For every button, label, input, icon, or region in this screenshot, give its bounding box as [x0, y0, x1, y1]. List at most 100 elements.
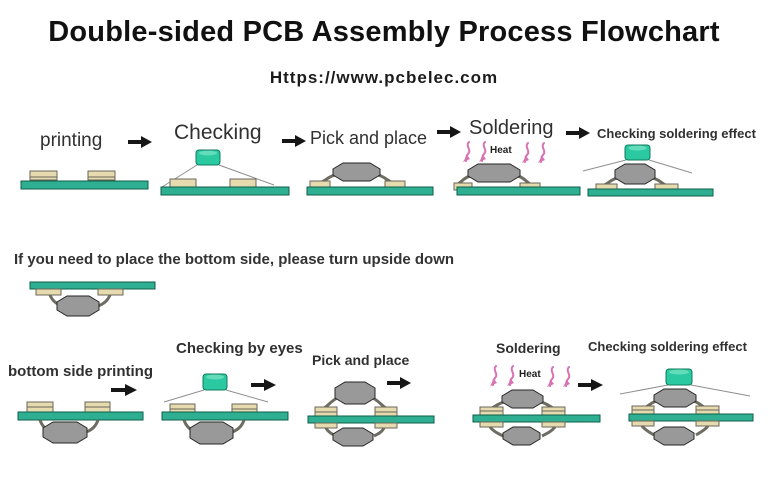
heat-squiggle-icon — [563, 366, 571, 387]
flow-arrow-icon — [251, 379, 276, 391]
step-label-pick-and-place: Pick and place — [310, 128, 428, 148]
step-label-soldering-bottom: Soldering — [496, 340, 561, 356]
camera-lens-highlight — [199, 150, 217, 156]
inspection-cone-line — [690, 384, 751, 397]
inspection-cone-line — [218, 164, 275, 186]
arrow-head — [141, 136, 152, 148]
diagram-upside-down-board — [29, 281, 156, 317]
solder-pad — [29, 170, 58, 181]
component-lead — [373, 427, 386, 438]
arrow-head — [295, 135, 306, 147]
heat-arrow-foot — [538, 156, 545, 163]
heat-squiggle-icon — [538, 142, 546, 163]
inspection-cone-line — [225, 389, 269, 403]
inspection-cone-line — [161, 164, 198, 188]
component-lead — [488, 426, 504, 438]
arrow-head — [264, 379, 276, 391]
flow-arrow-icon — [128, 136, 152, 148]
component-chip — [467, 163, 521, 183]
component-chip — [614, 163, 656, 185]
solder-pad — [169, 178, 197, 188]
arrow-head — [591, 379, 603, 391]
step-label-bottom-side-printing: bottom side printing — [8, 363, 153, 380]
component-chip — [189, 421, 234, 445]
inspection-cone-line — [163, 389, 205, 403]
page-title: Double-sided PCB Assembly Process Flowch… — [48, 16, 720, 48]
heat-squiggle-icon — [547, 366, 555, 387]
pcb-board — [29, 281, 156, 290]
solder-pad — [229, 178, 257, 188]
flow-arrow-icon — [437, 126, 461, 138]
pcb-board — [456, 186, 581, 196]
solder-pad — [35, 288, 62, 296]
heat-arrow-foot — [490, 379, 497, 386]
component-chip — [653, 426, 695, 446]
component-lead — [695, 425, 710, 437]
heat-squiggle-icon — [490, 365, 498, 386]
heat-squiggle-icon — [507, 365, 515, 386]
step-label-checking-by-eyes: Checking by eyes — [176, 340, 303, 357]
inspection-cone-line — [648, 159, 693, 174]
heat-squiggle-icon — [479, 141, 487, 162]
component-chip — [653, 388, 697, 408]
solder-pad — [695, 420, 720, 427]
step-label-pick-and-place-bottom: Pick and place — [312, 352, 410, 368]
solder-pad — [314, 422, 338, 429]
diagram-printing-board — [20, 170, 149, 190]
solder-pad — [374, 422, 398, 429]
component-lead — [85, 419, 100, 434]
pcb-board — [628, 413, 754, 422]
arrow-head — [400, 377, 411, 389]
diagram-checking-effect-top — [582, 144, 714, 197]
step-label-soldering: Soldering — [469, 117, 554, 139]
heat-arrow-foot — [563, 380, 570, 387]
heat-arrow-foot — [547, 380, 554, 387]
component-lead — [97, 294, 112, 308]
inspection-cone-line — [582, 159, 627, 172]
component-chip — [501, 389, 544, 409]
note-turn-upside-down: If you need to place the bottom side, pl… — [14, 251, 455, 268]
arrow-head — [450, 126, 461, 138]
flow-arrow-icon — [387, 377, 411, 389]
diagram-bottom-side-printing — [17, 401, 144, 444]
component-lead — [541, 426, 557, 438]
step-label-checking: Checking — [174, 121, 262, 144]
component-chip — [334, 381, 376, 405]
solder-pad — [479, 421, 504, 428]
pcb-board — [17, 411, 144, 421]
arrow-head — [579, 127, 590, 139]
solder-pad — [97, 288, 124, 296]
inspection-cone-line — [619, 384, 669, 395]
component-chip — [502, 426, 541, 446]
solder-pad — [541, 421, 566, 428]
pcb-board — [20, 180, 149, 190]
component-chip — [56, 295, 100, 317]
heat-squiggle-icon — [463, 141, 471, 162]
pcb-board — [161, 411, 289, 421]
website-url: Https://www.pcbelec.com — [269, 68, 499, 87]
component-lead — [231, 419, 246, 434]
flow-arrow-icon — [111, 384, 137, 396]
diagram-checking-by-eyes — [161, 373, 289, 445]
camera-lens-highlight — [669, 369, 689, 375]
heat-arrow-foot — [522, 156, 529, 163]
arrow-head — [125, 384, 137, 396]
camera-lens-highlight — [628, 145, 647, 151]
diagram-checking-effect-double — [619, 368, 754, 446]
diagram-pick-and-place-double — [307, 381, 435, 447]
diagram-pick-and-place-top — [306, 162, 434, 196]
flow-arrow-icon — [578, 379, 603, 391]
component-lead — [640, 425, 655, 437]
flow-arrow-icon — [282, 135, 306, 147]
pcb-board — [306, 186, 434, 196]
flow-arrow-icon — [566, 127, 590, 139]
component-chip — [42, 421, 88, 444]
heat-arrow-foot — [507, 379, 514, 386]
heat-label: Heat — [490, 145, 512, 156]
pcb-board — [160, 186, 290, 196]
heat-arrow-foot — [463, 155, 470, 162]
step-label-checking-soldering-effect: Checking soldering effect — [597, 126, 756, 141]
heat-arrow-foot — [479, 155, 486, 162]
pcb-board — [307, 415, 435, 424]
